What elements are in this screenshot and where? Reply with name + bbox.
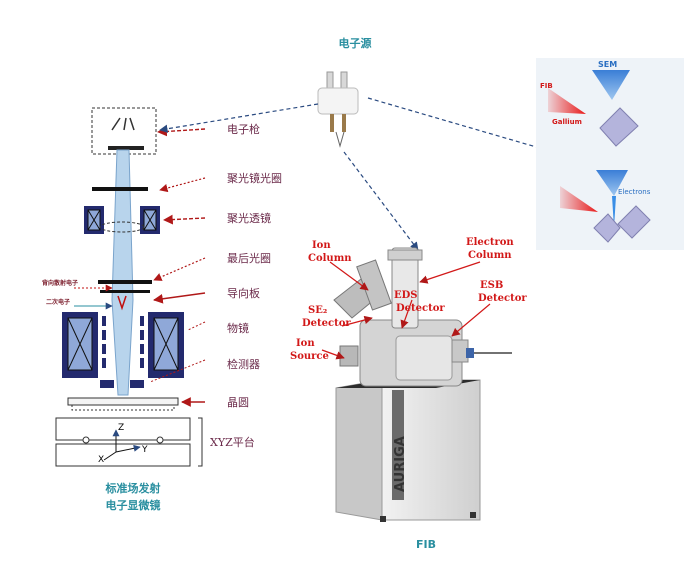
electron-column-label-2: Column: [468, 250, 512, 261]
esb-detector-label-2: Detector: [478, 293, 527, 304]
inset-sem-label: SEM: [598, 60, 617, 69]
electron-beam: [111, 149, 134, 396]
esb-detector-label-1: ESB: [480, 280, 503, 291]
fib-cone-top: [548, 88, 586, 114]
ion-column-label-1: Ion: [312, 240, 331, 251]
final-aperture: [98, 280, 152, 284]
sample-bottom-left: [593, 213, 621, 243]
sem-cone-bottom: [596, 170, 628, 196]
eds-detector-label-1: EDS: [394, 290, 418, 301]
electron-column-label-1: Electron: [466, 237, 514, 248]
sem-cone-top: [592, 70, 630, 100]
label-wafer: 晶圆: [227, 396, 249, 409]
source-body: [317, 87, 359, 115]
ion-source-label-1: Ion: [296, 338, 315, 349]
anode-plate: [108, 146, 144, 150]
ion-column-label-2: Column: [308, 253, 352, 264]
sem-caption-line1: 标准场发射: [105, 481, 161, 495]
fib-cone-bottom: [560, 186, 598, 212]
axis-z-label: Z: [118, 423, 124, 433]
backscatter-electron-label: 背向散射电子: [42, 279, 78, 287]
detector-left: [100, 380, 114, 388]
sample-top: [599, 107, 639, 147]
xyz-stage-top: [55, 417, 191, 441]
eds-detector-label-2: Detector: [396, 303, 445, 314]
inset-gallium-label: Gallium: [552, 118, 582, 126]
cabinet-left-side: [335, 379, 383, 521]
auriga-instrument: AURIGA Ion Column Electron Column EDS De…: [290, 237, 527, 551]
axis-x-label: X: [98, 455, 104, 465]
inset-fib-label: FIB: [540, 82, 553, 90]
deflector-plate: [100, 290, 150, 293]
label-final-aperture: 最后光圈: [227, 251, 271, 265]
label-detector: 检测器: [227, 357, 260, 371]
label-electron-gun: 电子枪: [227, 122, 260, 136]
electron-gun-filament: [111, 117, 135, 131]
brand-label: AURIGA: [393, 436, 408, 492]
ion-source-label-2: Source: [290, 351, 329, 362]
label-condenser-aperture: 聚光镜光圈: [227, 171, 282, 185]
fib-sem-inset: SEM FIB Gallium Electrons: [536, 58, 684, 250]
esb-detector-port: [451, 339, 469, 363]
xyz-stage-bottom: [55, 443, 191, 467]
ion-source-port: [339, 345, 359, 367]
fib-caption: FIB: [416, 538, 436, 551]
scan-coils: [102, 316, 144, 368]
label-objective-lens: 物镜: [227, 321, 249, 335]
wafer: [67, 397, 179, 406]
se2-detector-label-2: Detector: [302, 318, 351, 329]
detector-right: [130, 380, 144, 388]
sem-schematic: Z X Y 背向散射电子 二次电子 电子枪 聚光镜光圈 聚光透镜 最后光圈 导向…: [42, 107, 282, 512]
se2-detector-label-1: SE₂: [308, 305, 327, 316]
label-deflector-plate: 导向板: [227, 286, 260, 300]
label-xyz-stage: XYZ平台: [210, 435, 255, 449]
sample-bottom-right: [617, 205, 651, 239]
sem-caption-line2: 电子显微镜: [106, 498, 161, 512]
axis-y-label: Y: [141, 445, 148, 455]
inset-electrons-label: Electrons: [618, 188, 651, 196]
electron-source: 电子源: [317, 36, 372, 148]
label-condenser-lens: 聚光透镜: [227, 211, 271, 225]
condenser-aperture: [92, 187, 148, 191]
source-title: 电子源: [339, 36, 372, 50]
secondary-electron-label: 二次电子: [46, 298, 70, 306]
